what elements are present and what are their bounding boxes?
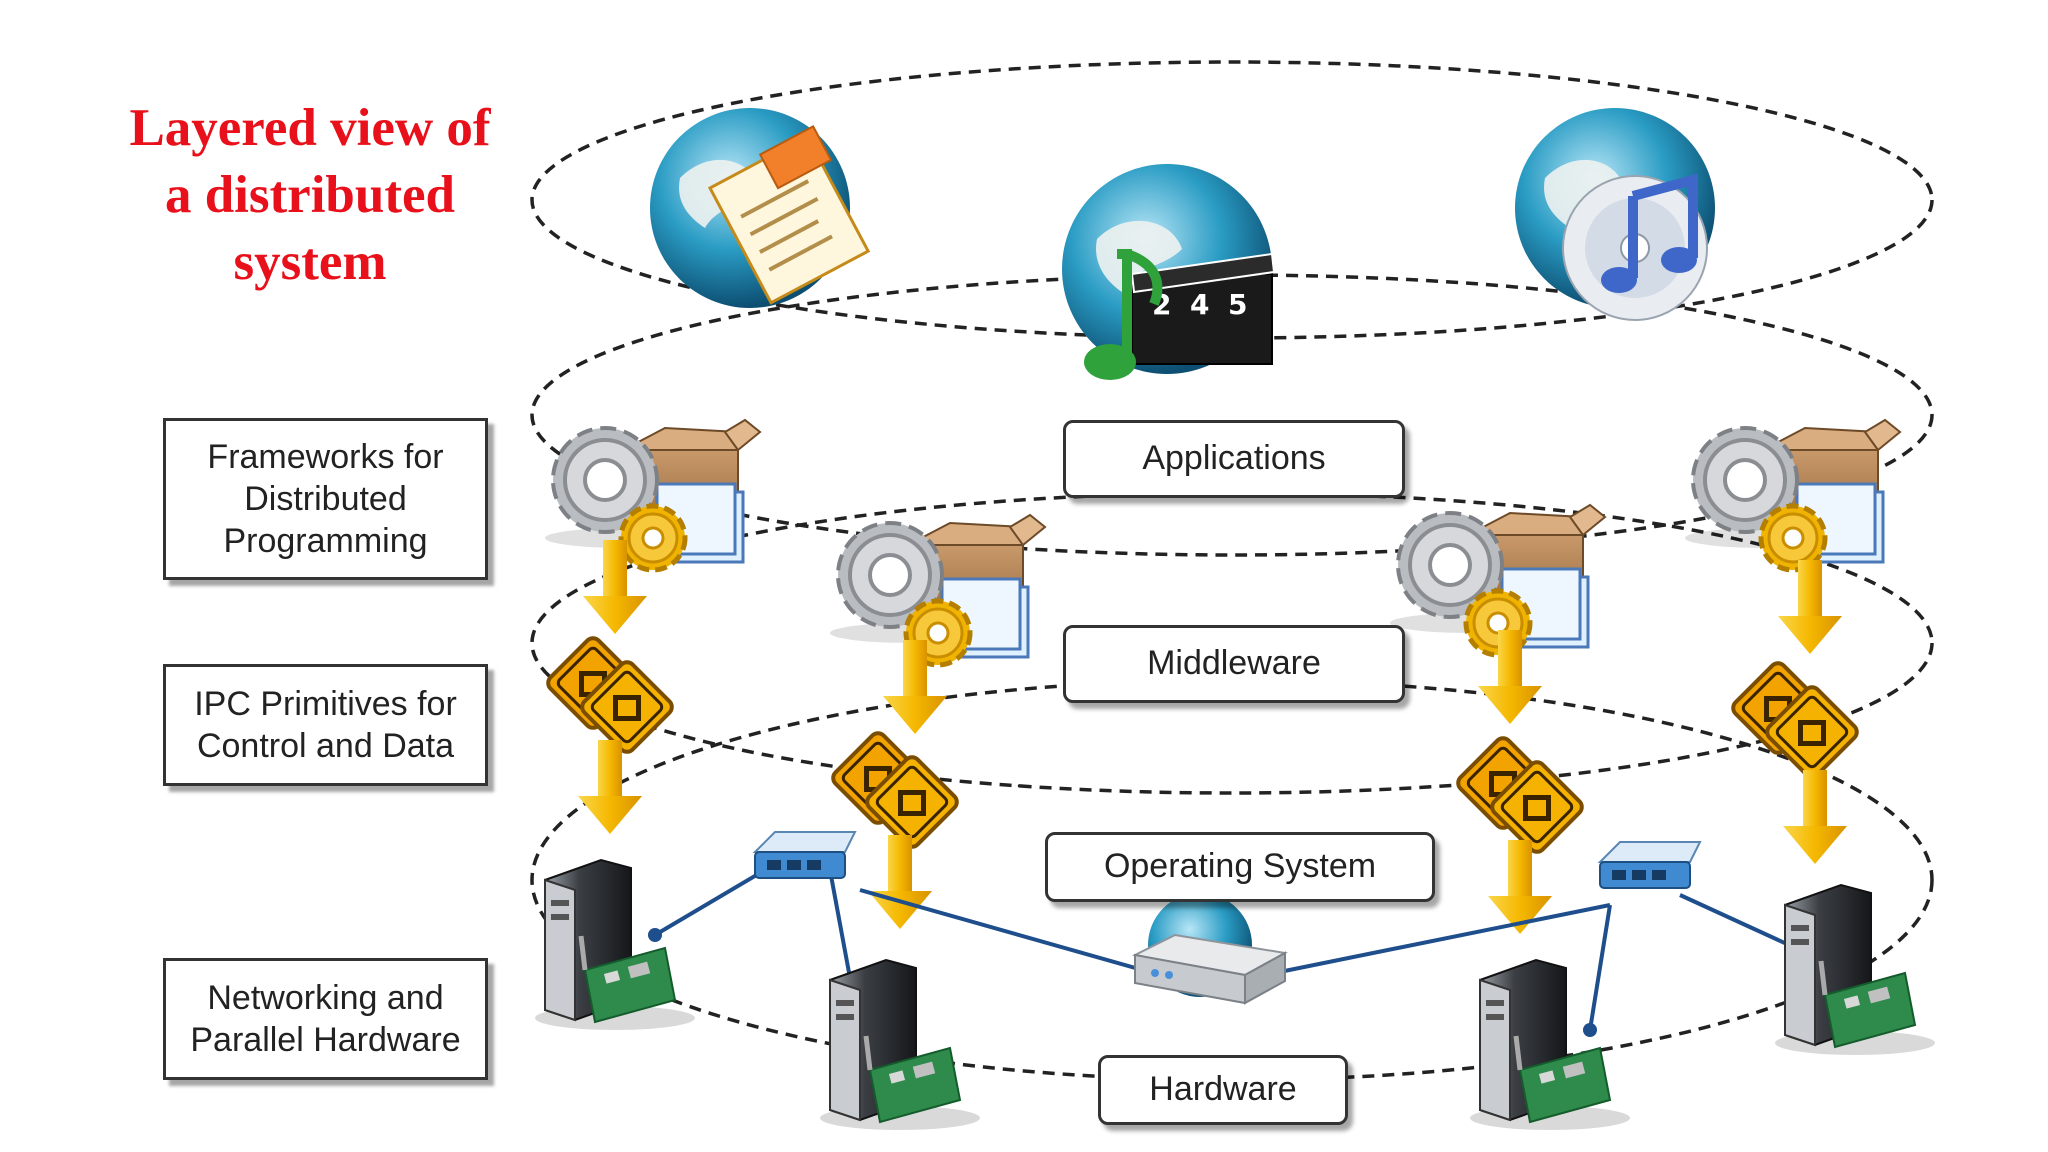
down-arrow-icon [1783,770,1847,864]
hardware-label: Hardware [1098,1055,1348,1125]
gear-box-icon [545,420,760,570]
network-links [653,868,1801,1031]
operating-system-label: Operating System [1045,832,1435,902]
gear-box-icon [1390,505,1605,655]
frameworks-line-2: Distributed [244,480,407,518]
title-line-3: system [233,233,387,291]
ipc-sign-icon [1452,732,1588,858]
ipc-sign-icon [542,632,678,758]
ipc-line-2: Control and Data [196,727,455,765]
ipc-box: IPC Primitives for Control and Data [163,664,488,786]
title-line-2: a distributed [164,166,456,224]
gear-box-icon [830,515,1045,665]
network-switch-icon [754,831,856,879]
operating-system-ellipse [530,491,1934,795]
diagram-title: Layered view of a distributed system [95,95,525,296]
frameworks-line-3: Programming [223,522,428,560]
ipc-line-1: IPC Primitives for [194,685,457,723]
ipc-sign-icon [1727,657,1863,783]
server-tower-icon [535,860,695,1030]
title-line-1: Layered view of [129,99,491,157]
globe-document-icon [650,108,871,308]
down-arrow-icon [578,740,642,834]
down-arrow-icon [1778,560,1842,654]
globe-music-cd-icon [1515,108,1715,321]
svg-text:5: 5 [1228,288,1247,321]
applications-ellipse [530,60,1934,340]
server-tower-icon [820,960,980,1130]
networking-line-2: Parallel Hardware [190,1021,461,1059]
server-tower-icon [1470,960,1630,1130]
frameworks-box: Frameworks for Distributed Programming [163,418,488,580]
network-switch-icon [1599,841,1701,889]
frameworks-line-1: Frameworks for [207,438,444,476]
svg-text:4: 4 [1190,288,1209,321]
middleware-label: Middleware [1063,625,1405,703]
applications-label: Applications [1063,420,1405,498]
networking-line-1: Networking and [207,979,444,1017]
server-tower-icon [1775,885,1935,1055]
gear-box-icon [1685,420,1900,570]
networking-box: Networking and Parallel Hardware [163,958,488,1080]
down-arrow-icon [868,835,932,929]
router-icon [1131,893,1289,1005]
